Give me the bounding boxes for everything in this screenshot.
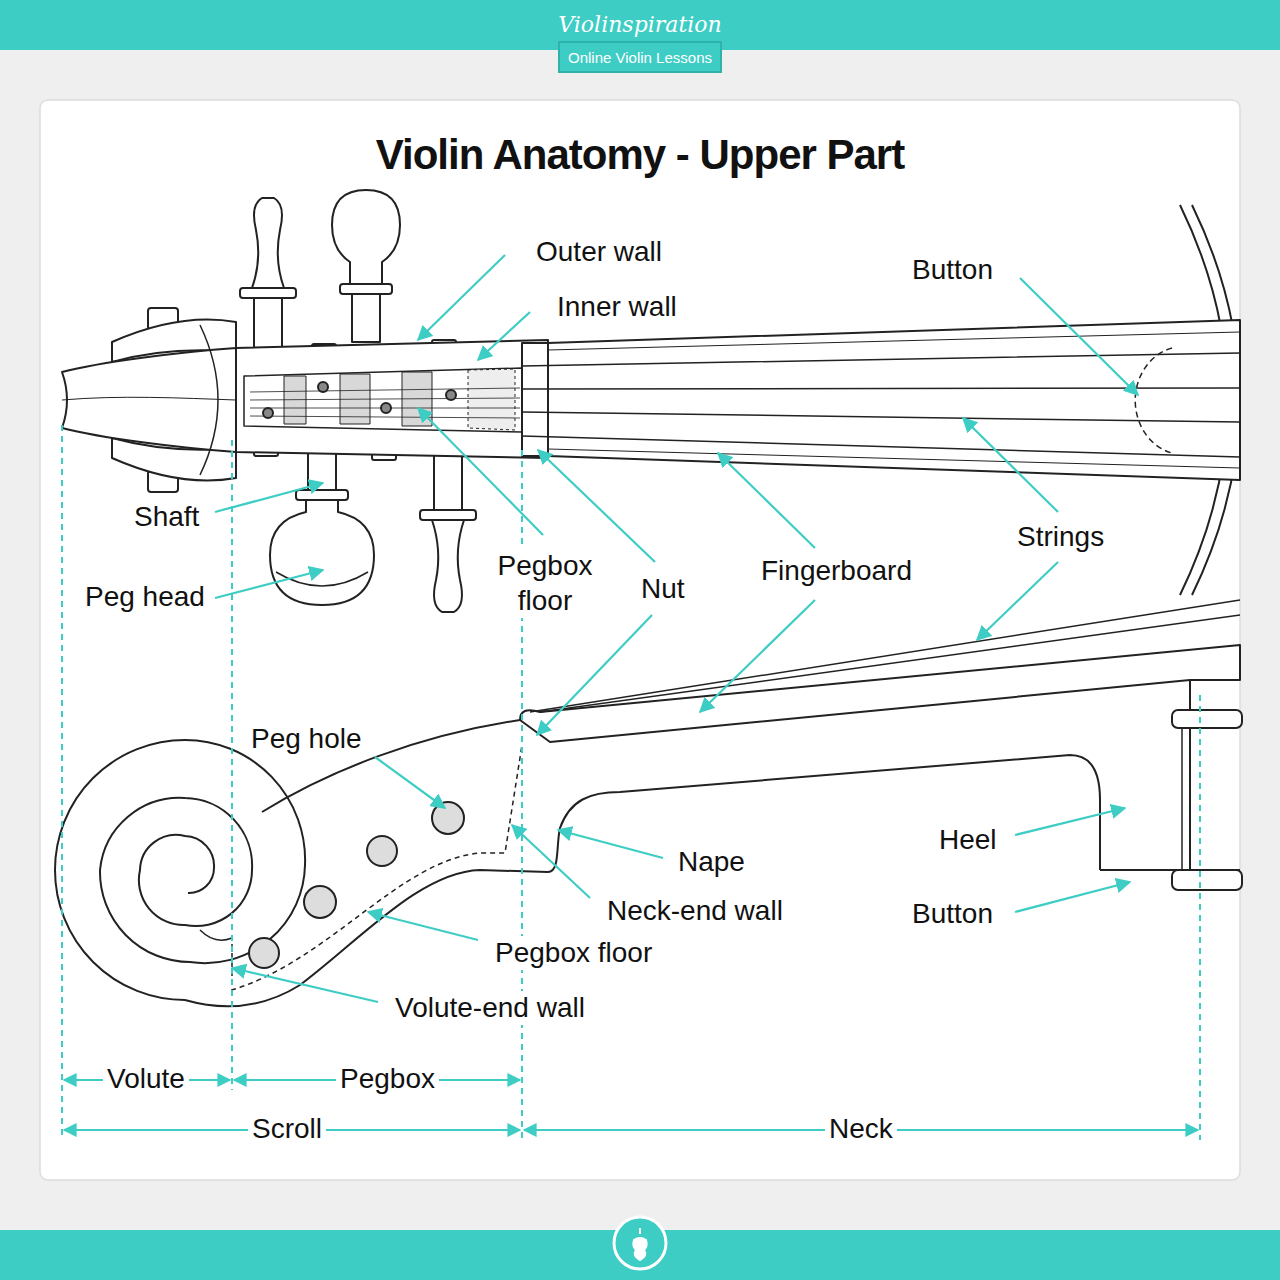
part-label: Scroll [248, 1112, 326, 1146]
part-label: Heel [935, 823, 1001, 857]
part-label: Button [908, 897, 997, 931]
part-label: Neck-end wall [603, 894, 787, 928]
part-label: Peg hole [247, 722, 366, 756]
part-label: Strings [1013, 520, 1108, 554]
part-label: Button [908, 253, 997, 287]
part-label: Volute-end wall [391, 991, 589, 1025]
part-label: Inner wall [553, 290, 681, 324]
part-label: Peg head [81, 580, 209, 614]
diagram-title: Violin Anatomy - Upper Part [376, 131, 904, 179]
part-label: Pegbox [336, 1062, 439, 1096]
part-label: Fingerboard [757, 554, 916, 588]
brand-name: Violinspiration [558, 12, 721, 37]
part-label: Pegbox floor [491, 936, 656, 970]
part-label: Volute [103, 1062, 189, 1096]
badge-text: Online Violin Lessons [568, 49, 712, 66]
part-label: Nut [637, 572, 689, 606]
part-label: Outer wall [532, 235, 666, 269]
part-label: Neck [825, 1112, 897, 1146]
part-label: Pegbox floor [486, 548, 604, 618]
part-label: Shaft [130, 500, 203, 534]
part-label: Nape [674, 845, 749, 879]
badge-box: Online Violin Lessons [558, 41, 722, 73]
